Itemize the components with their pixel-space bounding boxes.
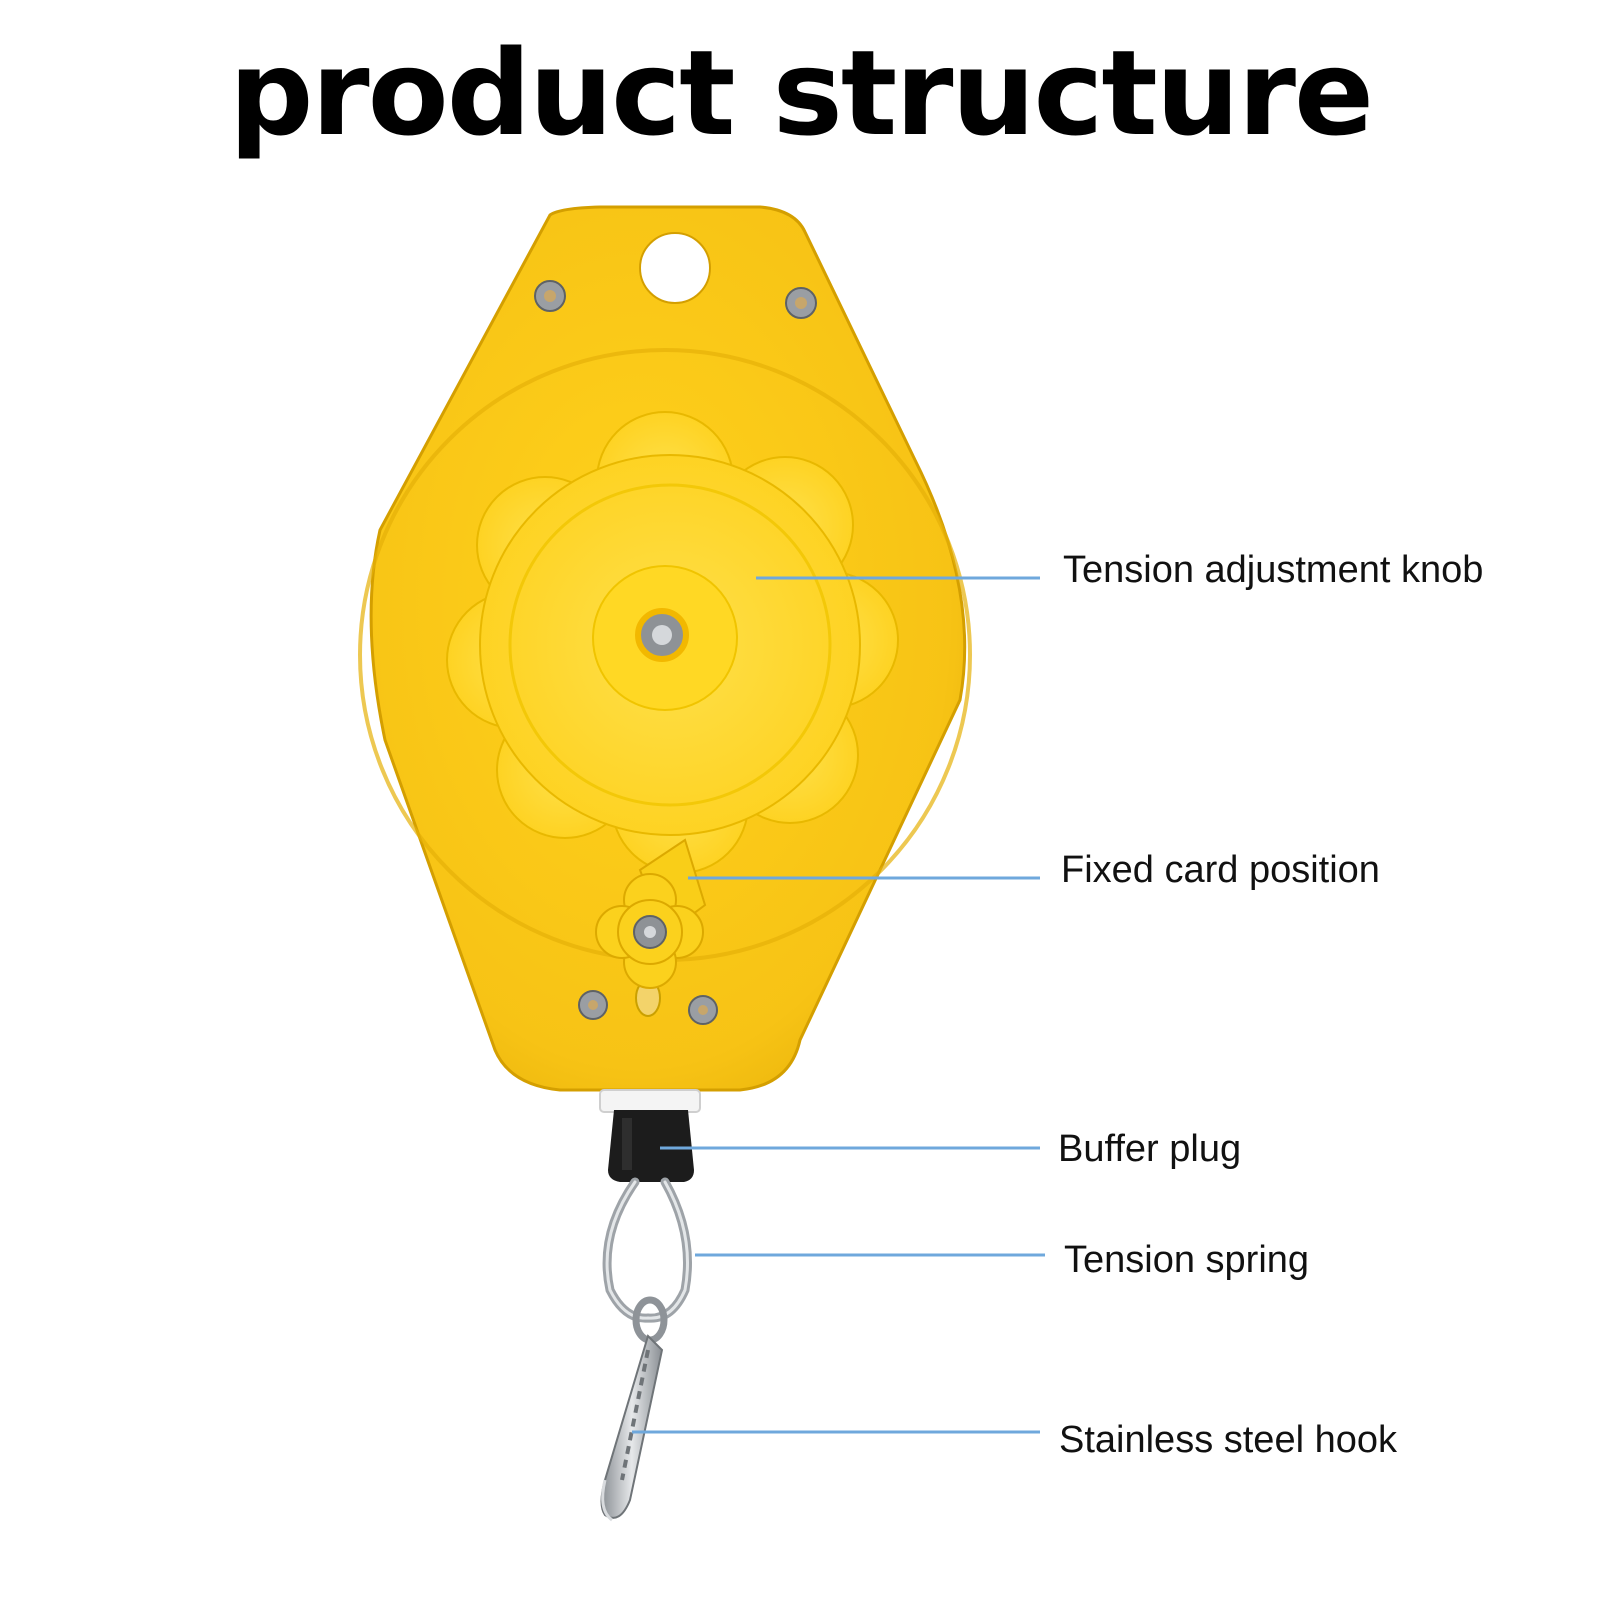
label-tension-spring: Tension spring: [1064, 1239, 1310, 1281]
label-fixed-card-position: Fixed card position: [1061, 849, 1380, 891]
tension-spring: [602, 1177, 692, 1323]
tension-adjustment-knob: [446, 411, 899, 874]
fixed-card-lever: [595, 838, 707, 989]
label-buffer-plug: Buffer plug: [1058, 1128, 1242, 1170]
screw-top-right-icon: [785, 287, 817, 319]
buffer-plug: [599, 1089, 701, 1182]
screw-bottom-left-icon: [578, 990, 608, 1020]
screw-bottom-right-icon: [688, 995, 718, 1025]
label-stainless-steel-hook: Stainless steel hook: [1059, 1419, 1397, 1461]
screw-top-left-icon: [534, 280, 566, 312]
hanging-hole: [639, 232, 711, 304]
page-title: product structure: [228, 24, 1374, 162]
label-tension-adjustment-knob: Tension adjustment knob: [1063, 549, 1484, 591]
stainless-steel-hook: [600, 1296, 668, 1522]
